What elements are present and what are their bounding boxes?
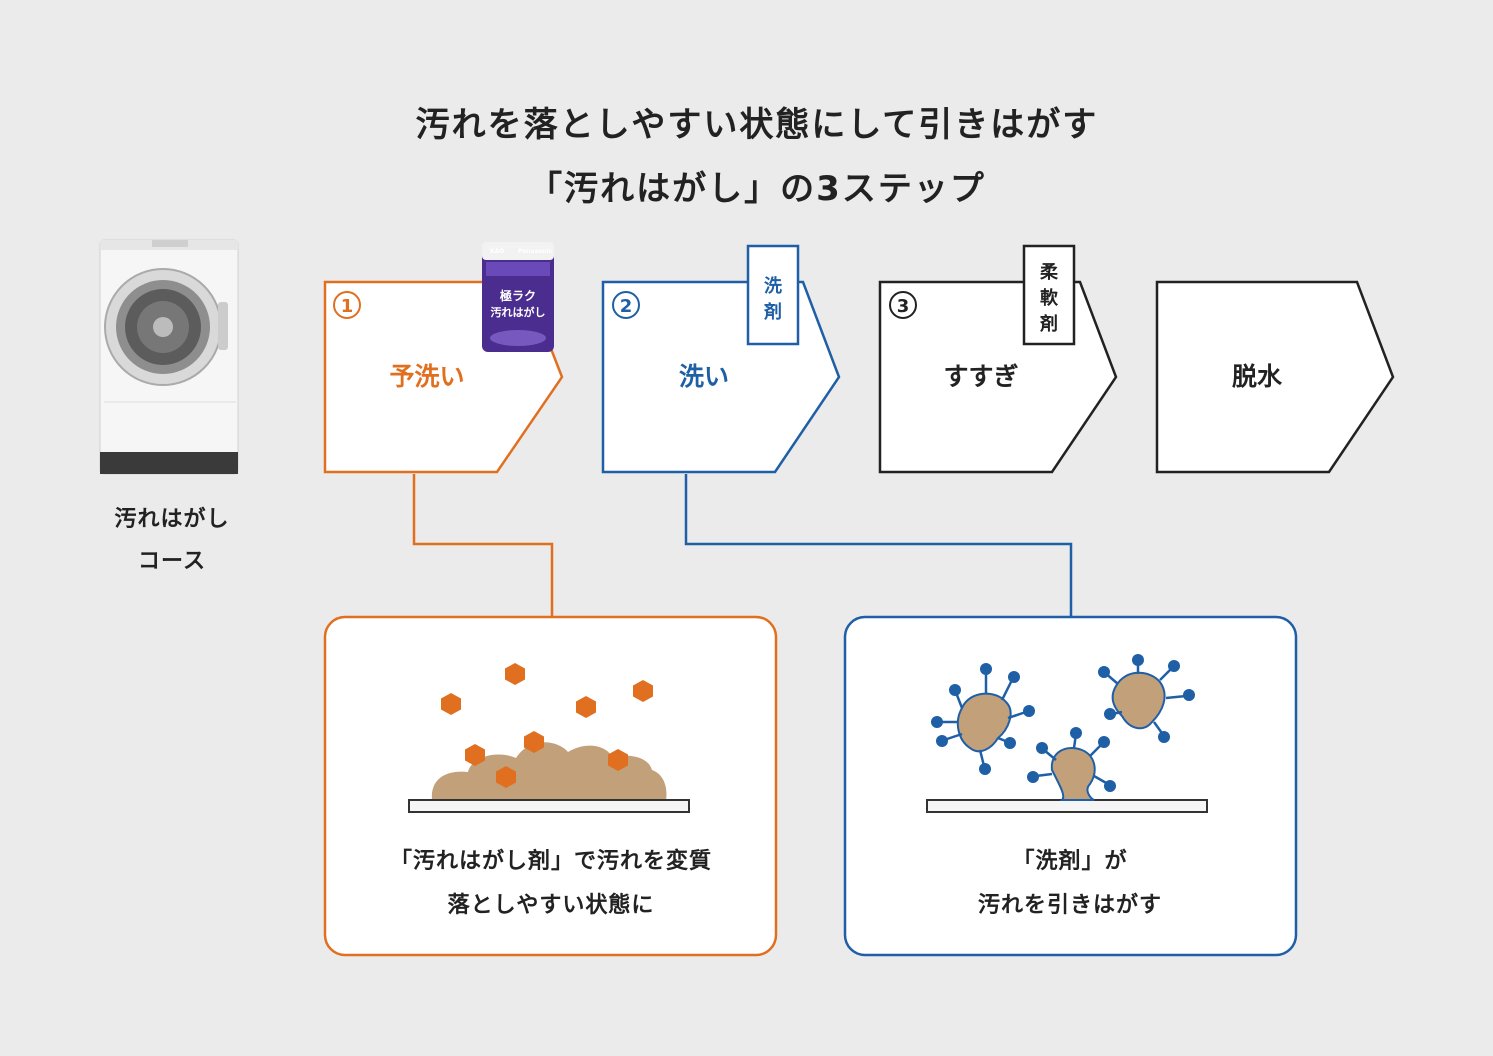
title-line-2: 「汚れはがし」の3ステップ: [528, 169, 986, 209]
pouch-brand-right: Panasonic: [518, 248, 553, 255]
step-wash: 2 洗い 洗 剤: [601, 244, 841, 474]
step-label-rinse: すすぎ: [943, 362, 1018, 391]
machine-label-line-2: コース: [138, 549, 206, 574]
softener-tag-char-3: 剤: [1039, 313, 1058, 335]
title-line-1: 汚れを落としやすい状態にして引きはがす: [416, 105, 1099, 145]
detergent-tag: [746, 244, 800, 346]
softener-tag: [1022, 244, 1076, 346]
dirt-blob-with-surfactants: [931, 663, 1035, 775]
washing-machine-illustration: [99, 239, 239, 475]
panel-prewash-caption-2: 落としやすい状態に: [448, 892, 655, 918]
step-number-3: 3: [897, 296, 910, 317]
step-spin: 脱水: [1155, 280, 1395, 474]
step-number-badge: [612, 291, 640, 319]
step-label-prewash: 予洗い: [389, 362, 464, 391]
dirt-blob-with-surfactants: [1098, 654, 1195, 743]
fabric-surface: [926, 799, 1208, 813]
connector-prewash: [412, 474, 554, 617]
panel-wash: 「洗剤」が 汚れを引きはがす: [843, 615, 1298, 957]
detergent-tag-char-1: 洗: [764, 275, 782, 297]
panel-wash-caption-1: 「洗剤」が: [1012, 848, 1127, 874]
step-label-spin: 脱水: [1232, 362, 1283, 391]
pouch-title-2: 汚れはがし: [491, 305, 546, 319]
step-number-badge: [889, 291, 917, 319]
pouch-title-1: 極ラク: [500, 288, 536, 303]
softener-tag-char-2: 軟: [1040, 287, 1059, 309]
connector-wash: [684, 474, 1073, 617]
panel-prewash: 「汚れはがし剤」で汚れを変質 落としやすい状態に: [323, 615, 778, 957]
step-number-1: 1: [341, 296, 354, 317]
step-number-badge: [333, 291, 361, 319]
step-label-wash: 洗い: [679, 362, 729, 391]
detergent-pouch-image: KAO Panasonic 極ラク 汚れはがし: [482, 242, 554, 352]
dirt-blob-with-surfactants: [1027, 727, 1116, 801]
fabric-surface: [408, 799, 690, 813]
dirt-mound-shape: [431, 742, 667, 800]
panel-prewash-caption-1: 「汚れはがし剤」で汚れを変質: [390, 848, 712, 874]
step-number-2: 2: [620, 296, 633, 317]
detergent-tag-char-2: 剤: [763, 301, 782, 323]
panel-wash-caption-2: 汚れを引きはがす: [978, 892, 1162, 918]
softener-tag-char-1: 柔: [1040, 262, 1059, 283]
stain-remover-particles: [441, 663, 653, 788]
pouch-brand-left: KAO: [490, 248, 504, 255]
machine-label-line-1: 汚れはがし: [114, 506, 229, 532]
step-rinse: 3 すすぎ 柔 軟 剤: [878, 244, 1118, 474]
